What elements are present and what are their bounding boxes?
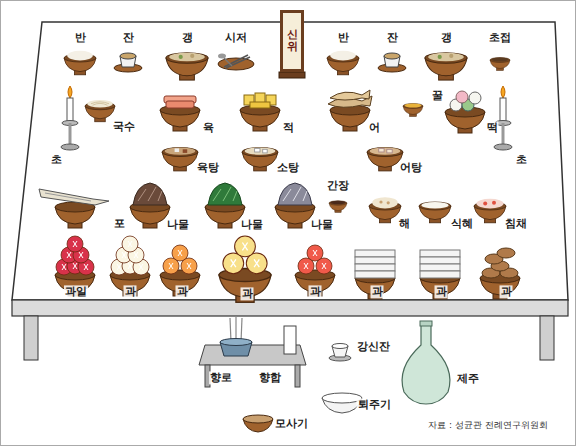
item-label: 과 <box>435 285 448 298</box>
item-label: 퇴주기 <box>357 398 392 411</box>
item-label: 잔 <box>122 31 135 44</box>
item-label: 갱 <box>440 31 453 44</box>
item-label: 향합 <box>258 371 282 384</box>
item-label: 과 <box>124 285 137 298</box>
item-label: 육 <box>202 121 215 134</box>
item-label: 식혜 <box>450 217 474 230</box>
spirit-tablet: 신위 <box>280 10 304 72</box>
item-label: 시저 <box>224 31 248 44</box>
item-label: 갱 <box>181 31 194 44</box>
item-label: 육탕 <box>196 161 220 174</box>
item-label: 초 <box>515 153 528 166</box>
item-label: 모사기 <box>274 417 309 430</box>
source-caption: 자료 : 성균관 전례연구위원회 <box>428 420 548 431</box>
item-label: 꿀 <box>431 89 444 102</box>
item-label: 향로 <box>209 371 233 384</box>
item-label: 반 <box>337 31 350 44</box>
item-label: 해 <box>398 217 411 230</box>
item-label: 어탕 <box>399 161 423 174</box>
item-label: 과 <box>500 285 513 298</box>
item-label: 과 <box>371 285 384 298</box>
item-label: 어 <box>368 121 381 134</box>
item-label: 과 <box>241 287 254 300</box>
item-label: 간장 <box>326 179 350 192</box>
item-label: 떡 <box>486 121 499 134</box>
item-label: 강신잔 <box>356 340 391 353</box>
item-label: 잔 <box>386 31 399 44</box>
item-label: 포 <box>113 217 126 230</box>
item-label: 제주 <box>456 372 480 385</box>
item-label: 과 <box>309 285 322 298</box>
tablet-text: 신위 <box>287 29 298 53</box>
item-label: 반 <box>74 31 87 44</box>
item-label: 소탕 <box>276 161 300 174</box>
item-label: 침채 <box>504 217 528 230</box>
item-label: 과 <box>176 285 189 298</box>
item-label: 나물 <box>240 218 264 231</box>
item-label: 국수 <box>112 120 136 133</box>
item-label: 과일 <box>64 285 88 298</box>
item-label: 적 <box>282 121 295 134</box>
item-label: 초접 <box>488 31 512 44</box>
item-label: 나물 <box>166 218 190 231</box>
item-label: 나물 <box>310 218 334 231</box>
item-label: 초 <box>50 153 63 166</box>
